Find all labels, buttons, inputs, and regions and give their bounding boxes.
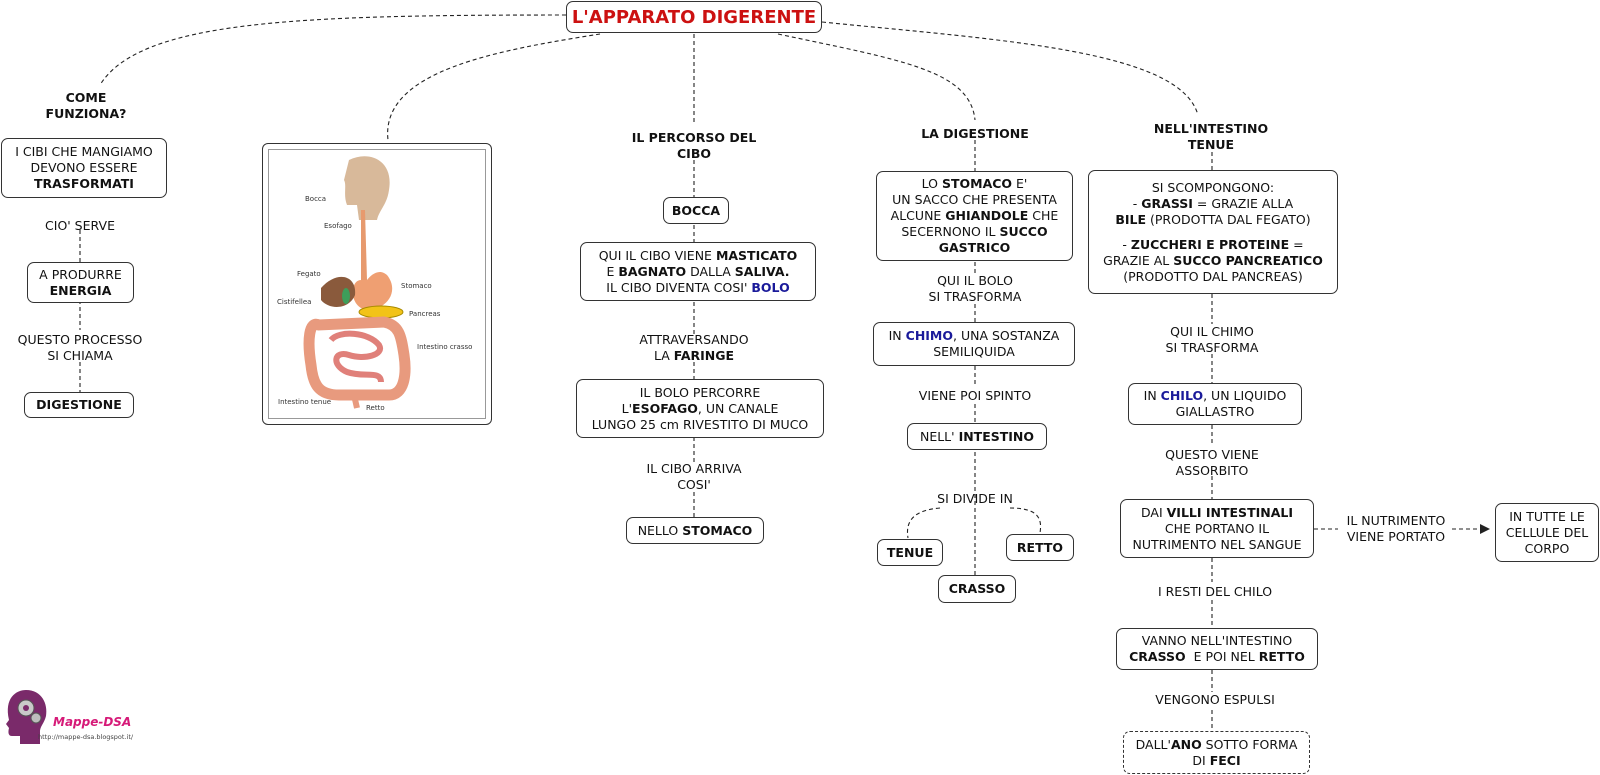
logo-url[interactable]: http://mappe-dsa.blogspot.it/ [38,733,134,741]
link-faringe: ATTRAVERSANDO LA FARINGE [639,332,749,363]
node-masticato: QUI IL CIBO VIENE MASTICATO E BAGNATO DA… [580,242,816,301]
label-esofago: Esofago [324,222,352,230]
link-espulsi: VENGONO ESPULSI [1155,692,1275,707]
anatomy-image-frame: Bocca Esofago Fegato Stomaco Cistifellea… [262,143,492,425]
arrow-head [1480,524,1490,534]
link-spinto: VIENE POI SPINTO [918,388,1032,403]
node-si-scompongono: SI SCOMPONGONO: - GRASSI = GRAZIE ALLA B… [1088,170,1338,294]
node-bocca: BOCCA [663,197,729,224]
label-bocca: Bocca [305,195,327,203]
label-retto: Retto [366,404,385,412]
label-cistifellea: Cistifellea [277,298,312,306]
label-stomaco: Stomaco [401,282,432,290]
label-fegato: Fegato [297,270,321,278]
logo-name: Mappe-DSA [53,715,132,729]
heading-la-digestione: LA DIGESTIONE [921,126,1029,141]
label-intestino-crasso: Intestino crasso [417,343,473,351]
node-esofago: IL BOLO PERCORRE L'ESOFAGO, UN CANALE LU… [576,379,824,438]
label-intestino-tenue: Intestino tenue [278,398,332,406]
node-crasso-retto: VANNO NELL'INTESTINO CRASSO E POI NEL RE… [1116,628,1318,670]
node-chilo: IN CHILO, UN LIQUIDO GIALLASTRO [1128,383,1302,425]
node-crasso: CRASSO [938,575,1016,603]
node-nello-stomaco: NELLO STOMACO [626,517,764,544]
node-chimo: IN CHIMO, UNA SOSTANZA SEMILIQUIDA [873,322,1075,366]
node-tenue: TENUE [877,539,943,566]
digestive-system-illustration [303,156,411,409]
node-digestione: DIGESTIONE [24,392,134,418]
anatomy-image: Bocca Esofago Fegato Stomaco Cistifellea… [268,149,486,419]
link-cio-serve: CIO' SERVE [45,218,115,233]
node-feci: DALL'ANO SOTTO FORMA DI FECI [1123,731,1310,774]
mappe-dsa-logo-icon [6,690,47,744]
label-pancreas: Pancreas [409,310,441,318]
node-villi: DAI VILLI INTESTINALI CHE PORTANO IL NUT… [1120,499,1314,558]
node-retto: RETTO [1006,534,1074,561]
node-stomaco-sacco: LO STOMACO E' UN SACCO CHE PRESENTA ALCU… [876,171,1073,261]
page-title: L'APPARATO DIGERENTE [566,1,822,33]
link-resti: I RESTI DEL CHILO [1157,584,1273,599]
node-intestino: NELL' INTESTINO [907,423,1047,450]
link-divide: SI DIVIDE IN [937,491,1013,506]
